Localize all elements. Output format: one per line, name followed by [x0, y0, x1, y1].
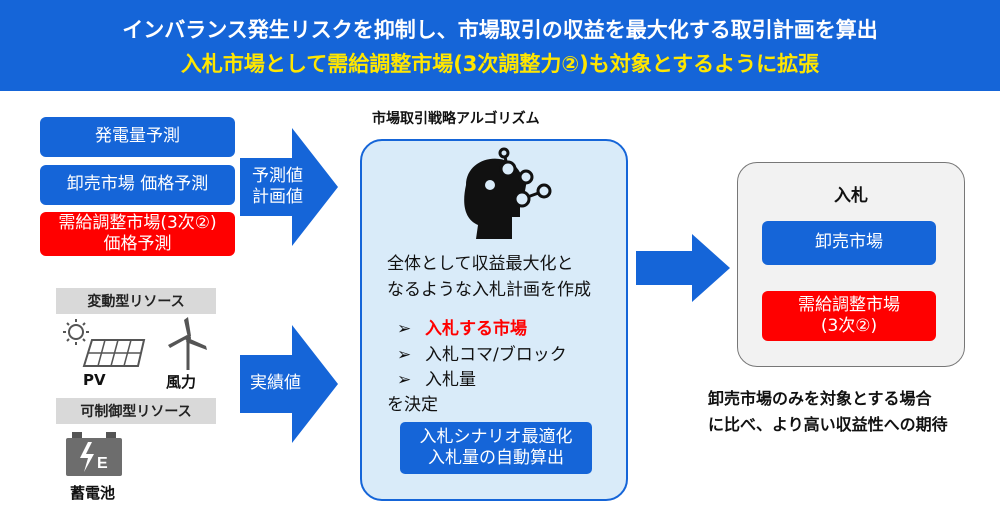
power-forecast-label: 発電量予測: [95, 126, 180, 147]
balancing-forecast-line2: 価格予測: [103, 234, 172, 254]
algorithm-desc-line1: 全体として収益最大化と: [387, 254, 574, 274]
ai-head-icon: [464, 147, 552, 239]
bullet-amount-text: 入札量: [425, 370, 476, 390]
bullet-market-text: 入札する市場: [425, 319, 527, 339]
auto-calc-line1: 入札シナリオ最適化: [419, 426, 573, 447]
auto-calc-line2: 入札量の自動算出: [428, 448, 564, 468]
battery-icon: E: [66, 432, 122, 476]
wholesale-price-forecast-box: 卸売市場 価格予測: [40, 165, 235, 205]
battery-letter: E: [97, 455, 108, 472]
bullet-market: ➢ 入札する市場: [397, 314, 527, 339]
header-title-line1: インバランス発生リスクを抑制し、市場取引の収益を最大化する取引計画を算出: [122, 18, 878, 42]
wind-turbine-icon: [168, 317, 207, 370]
algorithm-title: 市場取引戦略アルゴリズム: [372, 111, 540, 127]
actual-arrow-icon: [240, 325, 338, 443]
wind-label: 風力: [166, 373, 197, 391]
bullet-marker: ➢: [397, 370, 412, 390]
algorithm-panel: 全体として収益最大化と なるような入札計画を作成 ➢ 入札する市場 ➢ 入札コマ/ブ…: [360, 139, 628, 501]
balancing-forecast-line1: 需給調整市場(3次②): [58, 212, 217, 233]
algorithm-desc-line2: なるような入札計画を作成: [387, 280, 591, 300]
bullet-block-text: 入札コマ/ブロック: [425, 345, 567, 365]
actual-arrow-label: 実績値: [250, 373, 301, 393]
expectation-note-line1: 卸売市場のみを対象とする場合: [708, 389, 932, 408]
bid-balancing-line1: 需給調整市場: [798, 294, 900, 315]
wholesale-price-forecast-label: 卸売市場 価格予測: [66, 174, 209, 195]
battery-label: 蓄電池: [70, 484, 116, 502]
expectation-note-line2: に比べ、より高い収益性への期待: [708, 415, 948, 434]
forecast-label-line1: 予測値: [252, 166, 303, 186]
auto-calc-box: 入札シナリオ最適化 入札量の自動算出: [400, 422, 592, 474]
power-forecast-box: 発電量予測: [40, 117, 235, 157]
solar-panel-icon: [63, 319, 146, 367]
header-title-line2: 入札市場として需給調整市場(3次調整力②)も対象とするように拡張: [180, 52, 820, 76]
bullet-block: ➢ 入札コマ/ブロック: [397, 340, 567, 365]
bid-wholesale-box: 卸売市場: [762, 221, 936, 265]
bullet-marker: ➢: [397, 345, 412, 365]
bid-balancing-box: 需給調整市場 (3次②): [762, 291, 936, 341]
balancing-price-forecast-box: 需給調整市場(3次②) 価格予測: [40, 212, 235, 256]
controllable-resource-title: 可制御型リソース: [56, 398, 216, 424]
bid-balancing-line2: (3次②): [820, 316, 878, 336]
variable-resource-title: 変動型リソース: [56, 288, 216, 314]
bid-arrow-icon: [636, 234, 730, 302]
forecast-arrow-icon: [240, 128, 338, 246]
bid-title: 入札: [834, 186, 868, 206]
bid-panel: 入札 卸売市場 需給調整市場 (3次②): [737, 162, 965, 367]
header-banner: インバランス発生リスクを抑制し、市場取引の収益を最大化する取引計画を算出 入札市…: [0, 0, 1000, 91]
algorithm-decide: を決定: [387, 395, 438, 415]
bid-wholesale-label: 卸売市場: [815, 232, 883, 253]
bullet-marker: ➢: [397, 319, 412, 339]
pv-label: PV: [83, 371, 106, 389]
forecast-arrow-label: 予測値 計画値: [252, 166, 303, 209]
bullet-amount: ➢ 入札量: [397, 365, 476, 390]
forecast-label-line2: 計画値: [252, 187, 303, 208]
